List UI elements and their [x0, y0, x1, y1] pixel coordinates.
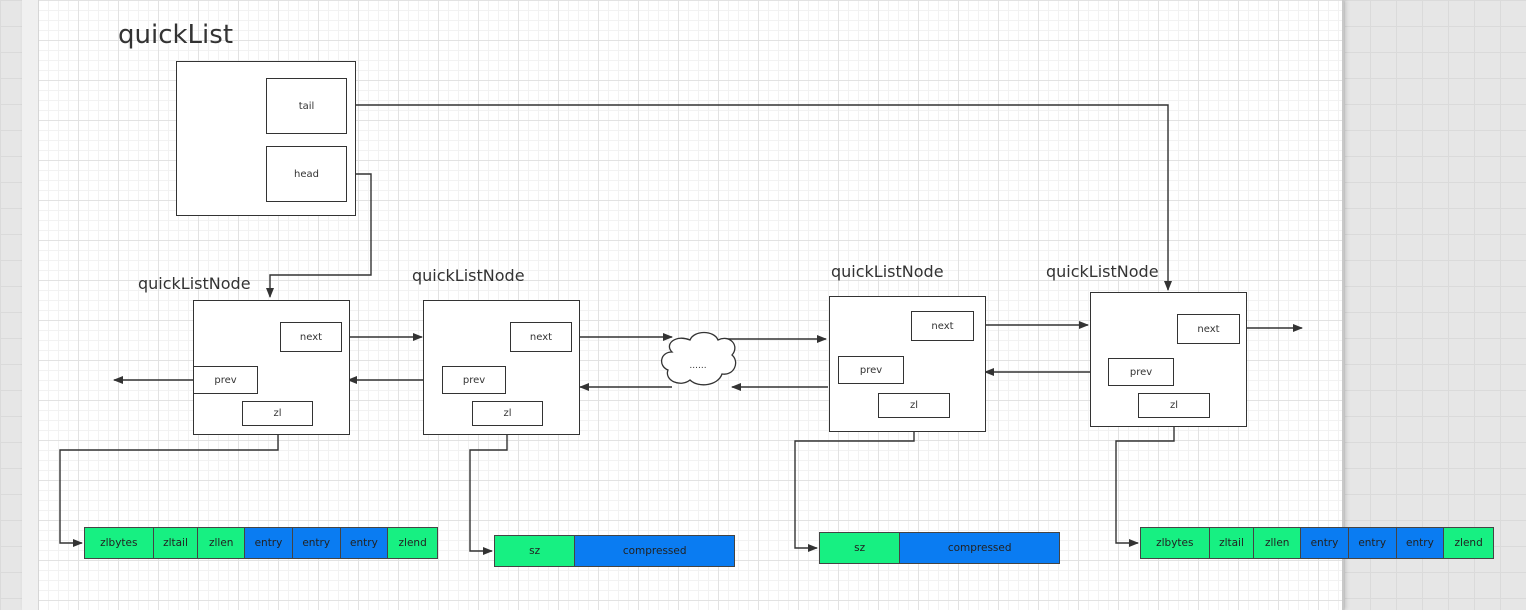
background-left [0, 0, 22, 610]
zl-field-3[interactable]: zl [878, 393, 950, 418]
prev-field-3[interactable]: prev [838, 356, 904, 384]
compressed-ziplist-2[interactable]: sz compressed [819, 532, 1060, 564]
zl-field-1[interactable]: zl [242, 401, 313, 426]
quicklist-title: quickList [118, 20, 234, 50]
next-field-4[interactable]: next [1177, 314, 1240, 344]
entry-cell: entry [245, 528, 293, 558]
canvas-ruler [22, 0, 39, 610]
head-field[interactable]: head [266, 146, 347, 202]
compressed-ziplist-1[interactable]: sz compressed [494, 535, 735, 567]
sz-cell: sz [820, 533, 901, 563]
zl-arrow-3 [794, 418, 915, 552]
next-field-1[interactable]: next [280, 322, 342, 352]
ziplist-2[interactable]: zlbytes zltail zllen entry entry entry z… [1140, 527, 1494, 559]
zltail-cell: zltail [153, 528, 199, 558]
entry-cell: entry [292, 528, 341, 558]
entry-cell: entry [1396, 528, 1445, 558]
entry-cell: entry [1348, 528, 1397, 558]
tail-pointer-arrow [347, 104, 1172, 291]
zlend-cell: zlend [1444, 528, 1494, 558]
zl-field-2[interactable]: zl [472, 401, 543, 426]
zllen-cell: zllen [1254, 528, 1302, 558]
entry-cell: entry [1301, 528, 1349, 558]
zllen-cell: zllen [198, 528, 246, 558]
ziplist-1[interactable]: zlbytes zltail zllen entry entry entry z… [84, 527, 438, 559]
sz-cell: sz [495, 536, 576, 566]
prev-field-1[interactable]: prev [193, 366, 258, 394]
cloud-shape [661, 331, 737, 386]
cloud-label: ...... [689, 361, 706, 371]
compressed-cell: compressed [575, 536, 734, 566]
zlbytes-cell: zlbytes [1141, 528, 1210, 558]
prev-field-4[interactable]: prev [1108, 358, 1174, 386]
next-field-2[interactable]: next [510, 322, 572, 352]
tail-field[interactable]: tail [266, 78, 347, 134]
next-field-3[interactable]: next [911, 311, 974, 341]
head-pointer-arrow [266, 173, 372, 298]
node-title-4: quickListNode [1046, 262, 1159, 281]
zl-arrow-4 [1115, 418, 1175, 547]
node-title-3: quickListNode [831, 262, 944, 281]
node-title-1: quickListNode [138, 274, 251, 293]
zltail-cell: zltail [1209, 528, 1255, 558]
node-title-2: quickListNode [412, 266, 525, 285]
background-right [1344, 0, 1526, 610]
entry-cell: entry [340, 528, 389, 558]
compressed-cell: compressed [900, 533, 1059, 563]
zlend-cell: zlend [388, 528, 438, 558]
zl-field-4[interactable]: zl [1138, 393, 1210, 418]
zl-arrow-2 [469, 426, 508, 555]
zl-arrow-1 [59, 426, 279, 547]
zlbytes-cell: zlbytes [85, 528, 154, 558]
prev-field-2[interactable]: prev [442, 366, 506, 394]
